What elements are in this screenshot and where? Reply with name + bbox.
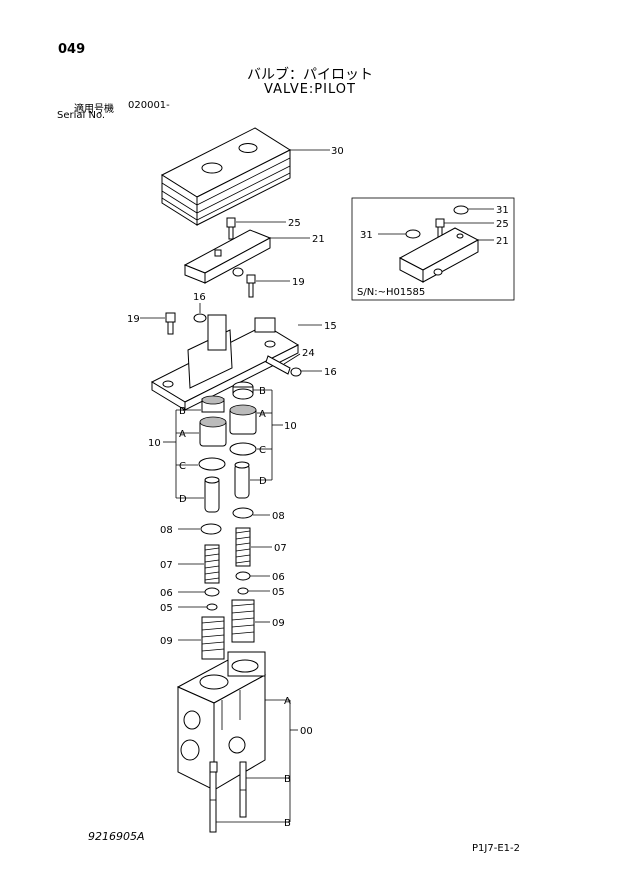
callout-B-body-lower: B xyxy=(284,818,291,829)
inset-callout-31-left: 31 xyxy=(360,230,373,241)
serial-value: 020001- xyxy=(128,100,170,111)
part-05-shim-left xyxy=(206,603,218,611)
callout-19-left: 19 xyxy=(127,314,140,325)
part-07-spring-right xyxy=(235,527,251,567)
part-05-shim-right xyxy=(237,587,249,595)
callout-21: 21 xyxy=(312,234,325,245)
part-19-screw-right xyxy=(246,274,256,298)
callout-24: 24 xyxy=(302,348,315,359)
bracket-00 xyxy=(216,699,298,823)
part-09-spring-right xyxy=(231,599,255,643)
callout-16-upper: 16 xyxy=(193,292,206,303)
part-08-washer-right xyxy=(232,507,254,519)
callout-08-right: 08 xyxy=(272,511,285,522)
inset-box xyxy=(351,197,515,301)
leader-24 xyxy=(283,353,301,365)
callout-09-left: 09 xyxy=(160,636,173,647)
callout-00: 00 xyxy=(300,726,313,737)
callout-10-right: 10 xyxy=(284,421,297,432)
part-24-pin xyxy=(265,355,291,375)
page-number: 049 xyxy=(58,42,86,57)
callout-07-left: 07 xyxy=(160,560,173,571)
part-19-screw-left xyxy=(165,312,176,335)
callout-06-left: 06 xyxy=(160,588,173,599)
page-code: P1J7-E1-2 xyxy=(472,843,520,854)
title-english: VALVE:PILOT xyxy=(264,82,356,97)
part-09-spring-left xyxy=(201,616,225,660)
part-00-valve-body xyxy=(176,651,267,791)
callout-B-body-upper: B xyxy=(284,774,291,785)
callout-25: 25 xyxy=(288,218,301,229)
part-06-washer-left xyxy=(204,587,220,597)
callout-10-left: 10 xyxy=(148,438,161,449)
callout-B-right: B xyxy=(259,386,266,397)
callout-07-right: 07 xyxy=(274,543,287,554)
part-16-oring-upper xyxy=(193,313,207,323)
serial-label-english: Serial No. xyxy=(57,110,106,121)
callout-A-right: A xyxy=(259,409,266,420)
callout-05-right: 05 xyxy=(272,587,285,598)
part-30-boot xyxy=(160,127,292,226)
callout-A-body: A xyxy=(284,696,291,707)
part-10-right-assembly xyxy=(229,381,257,499)
callout-A-left: A xyxy=(179,429,186,440)
callout-15: 15 xyxy=(324,321,337,332)
callout-C-right: C xyxy=(259,445,266,456)
part-16-oring-lower xyxy=(290,367,302,377)
part-00-tubes xyxy=(209,761,247,833)
callout-B-left: B xyxy=(179,406,186,417)
callout-09-right: 09 xyxy=(272,618,285,629)
inset-serial-note: S/N:~H01585 xyxy=(357,287,425,298)
inset-callout-25: 25 xyxy=(496,219,509,230)
callout-19-right: 19 xyxy=(292,277,305,288)
drawing-number: 9216905A xyxy=(88,830,145,843)
callout-C-left: C xyxy=(179,461,186,472)
callout-16-lower: 16 xyxy=(324,367,337,378)
part-08-washer-left xyxy=(200,523,222,535)
callout-D-right: D xyxy=(259,476,267,487)
callout-D-left: D xyxy=(179,494,187,505)
callout-08-left: 08 xyxy=(160,525,173,536)
callout-05-left: 05 xyxy=(160,603,173,614)
part-25-screw xyxy=(226,217,236,240)
part-06-washer-right xyxy=(235,571,251,581)
title-japanese: バルブ：パイロット xyxy=(247,67,373,83)
part-21-plate xyxy=(183,229,272,284)
part-07-spring-left xyxy=(204,544,220,584)
inset-callout-21: 21 xyxy=(496,236,509,247)
callout-06-right: 06 xyxy=(272,572,285,583)
serial-label-japanese: 適用号機 xyxy=(74,104,114,115)
callout-30: 30 xyxy=(331,146,344,157)
inset-callout-31-top: 31 xyxy=(496,205,509,216)
bracket-10-left xyxy=(163,409,204,499)
bracket-10-right xyxy=(250,389,283,481)
part-10-left-assembly xyxy=(198,395,227,513)
